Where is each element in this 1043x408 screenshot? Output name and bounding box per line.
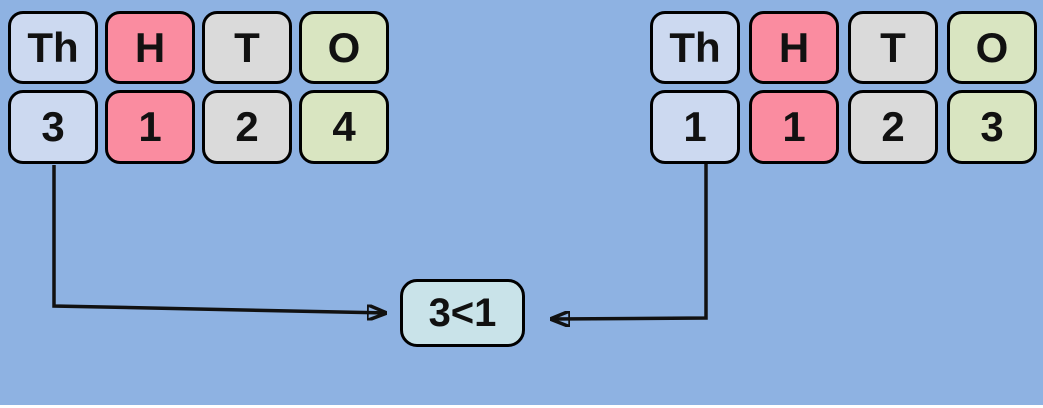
- bottom-white-strip: [0, 405, 1043, 408]
- left-header-tens: T: [202, 11, 292, 84]
- right-digit-hundreds: 1: [749, 90, 839, 164]
- comparison-result-label: 3<1: [428, 291, 497, 335]
- left-header-thousands: Th: [8, 11, 98, 84]
- right-header-hundreds: H: [749, 11, 839, 84]
- right-header-ones: O: [947, 11, 1037, 84]
- left-digit-hundreds: 1: [105, 90, 195, 164]
- right-place-value-table: Th H T O 1 1 2 3: [650, 11, 1037, 164]
- left-digit-tens: 2: [202, 90, 292, 164]
- left-thousands-arrow: [52, 165, 386, 313]
- right-digit-ones: 3: [947, 90, 1037, 164]
- right-digit-thousands: 1: [650, 90, 740, 164]
- right-header-tens: T: [848, 11, 938, 84]
- left-header-ones: O: [299, 11, 389, 84]
- right-digit-tens: 2: [848, 90, 938, 164]
- right-thousands-arrow: [551, 164, 708, 319]
- comparison-result-box: 3<1: [400, 279, 525, 347]
- left-digit-thousands: 3: [8, 90, 98, 164]
- right-header-thousands: Th: [650, 11, 740, 84]
- left-digit-ones: 4: [299, 90, 389, 164]
- left-place-value-table: Th H T O 3 1 2 4: [8, 11, 389, 164]
- left-header-hundreds: H: [105, 11, 195, 84]
